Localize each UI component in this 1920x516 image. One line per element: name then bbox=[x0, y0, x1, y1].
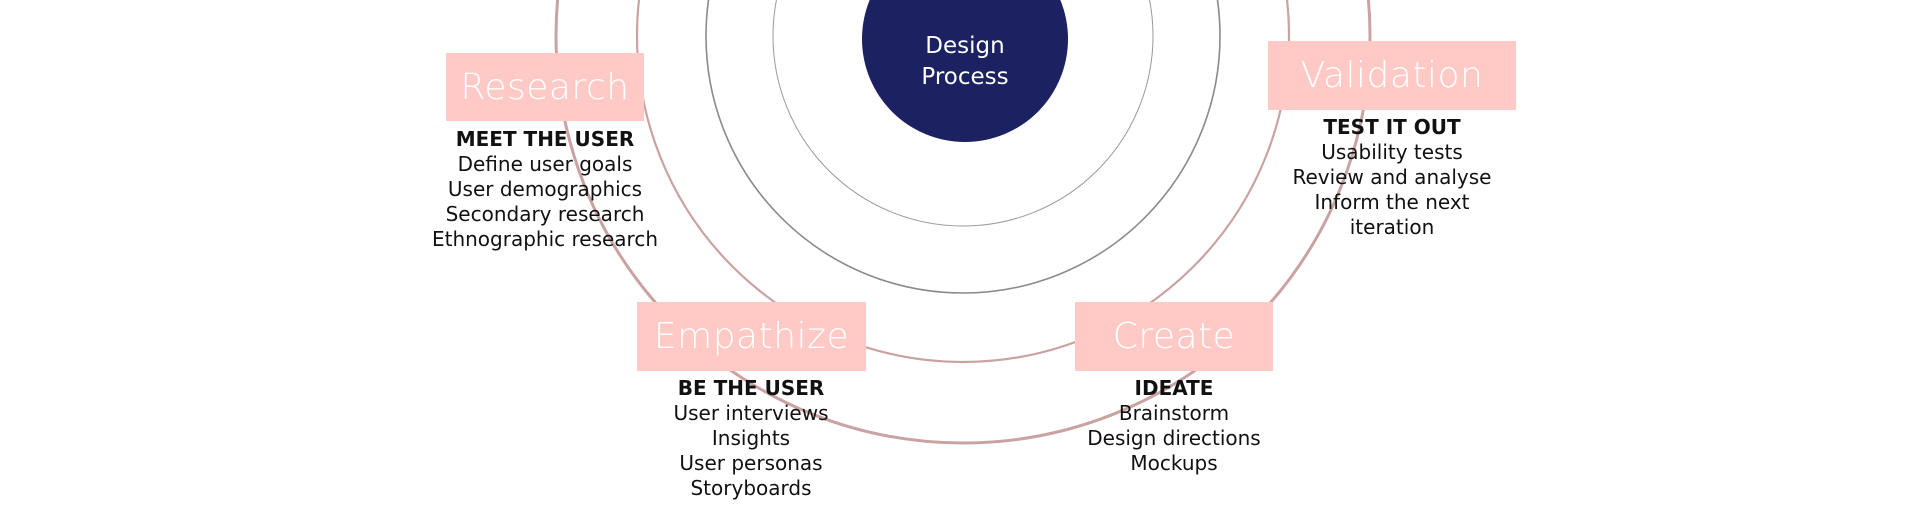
center-title-line2: Process bbox=[921, 64, 1009, 90]
stage-item: iteration bbox=[1349, 215, 1435, 239]
stage-label-validation: Validation bbox=[1268, 41, 1516, 110]
stage-item: Review and analyse bbox=[1292, 165, 1492, 189]
stage-item: Brainstorm bbox=[1118, 401, 1230, 425]
stage-item: Define user goals bbox=[457, 152, 633, 176]
stage-details-research: MEET THE USER Define user goals User dem… bbox=[405, 127, 685, 252]
stage-item: User interviews bbox=[673, 401, 829, 425]
ring-2 bbox=[705, 0, 1221, 294]
stage-heading-validation: TEST IT OUT bbox=[1323, 115, 1461, 139]
stage-item: Design directions bbox=[1087, 426, 1261, 450]
ring-3 bbox=[635, 0, 1291, 364]
ring-4 bbox=[554, 0, 1372, 445]
stage-item: User demographics bbox=[447, 177, 643, 201]
stage-heading-research: MEET THE USER bbox=[455, 127, 635, 151]
stage-details-empathize: BE THE USER User interviews Insights Use… bbox=[621, 376, 881, 501]
stage-item: Insights bbox=[711, 426, 791, 450]
stage-item: User personas bbox=[679, 451, 823, 475]
stage-heading-create: IDEATE bbox=[1134, 376, 1214, 400]
stage-item: Ethnographic research bbox=[431, 227, 659, 251]
stage-heading-empathize: BE THE USER bbox=[677, 376, 825, 400]
stage-label-create: Create bbox=[1075, 302, 1273, 371]
stage-item: Secondary research bbox=[445, 202, 645, 226]
ring-1 bbox=[772, 0, 1154, 227]
stage-item: Usability tests bbox=[1321, 140, 1463, 164]
center-title-line1: Design bbox=[925, 33, 1005, 59]
stage-details-create: IDEATE Brainstorm Design directions Mock… bbox=[1044, 376, 1304, 476]
stage-item: Inform the next bbox=[1314, 190, 1470, 214]
stage-details-validation: TEST IT OUT Usability tests Review and a… bbox=[1252, 115, 1532, 240]
stage-item: Mockups bbox=[1130, 451, 1218, 475]
stage-item: Storyboards bbox=[690, 476, 812, 500]
center-circle: Design Process bbox=[862, 0, 1068, 142]
stage-label-research: Research bbox=[446, 53, 644, 121]
stage-label-empathize: Empathize bbox=[637, 302, 866, 371]
